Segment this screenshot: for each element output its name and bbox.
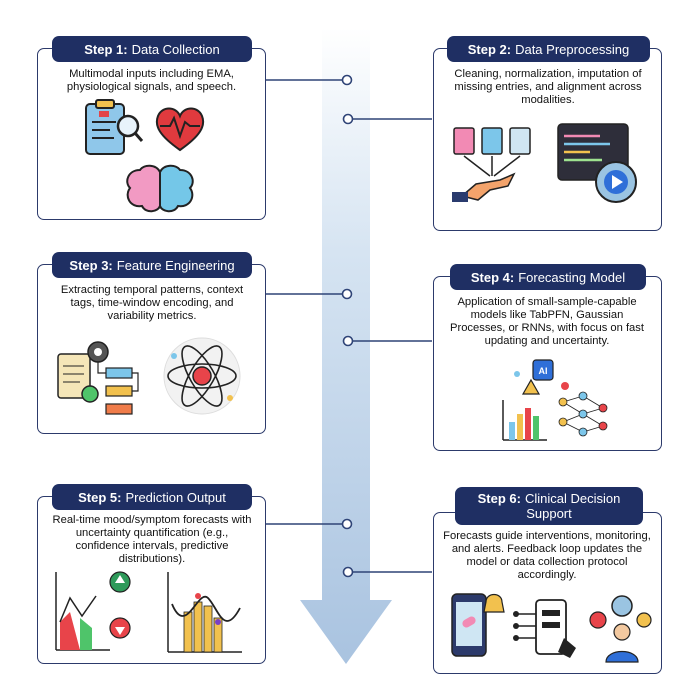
step-5-title: Prediction Output	[125, 489, 226, 505]
step-5-label: Step 5:	[78, 489, 122, 505]
step-2-title: Data Preprocessing	[515, 41, 630, 57]
document-flowchart-gear-icon	[57, 341, 139, 415]
step-6-illustration	[451, 593, 652, 663]
atom-pencil-icon	[163, 337, 241, 415]
step-4-description: Application of small-sample-capable mode…	[450, 296, 644, 347]
step-5-badge: Step 5:Prediction Output	[52, 484, 252, 510]
step-5-description: Real-time mood/symptom forecasts with un…	[52, 514, 252, 565]
trend-up-down-icon	[55, 571, 131, 651]
ai-chip-icon: AI	[514, 359, 569, 395]
step-1-illustration	[85, 99, 205, 213]
code-window-gear-icon	[557, 123, 637, 203]
step-6-description: Forecasts guide interventions, monitorin…	[443, 530, 651, 581]
phone-alert-icon	[451, 593, 505, 657]
step-6-title: Clinical Decision Support	[524, 491, 621, 521]
step-2-label: Step 2:	[467, 41, 512, 57]
step-2-description: Cleaning, normalization, imputation of m…	[454, 68, 642, 106]
step-2-illustration	[452, 123, 637, 203]
step-1-description: Multimodal inputs including EMA, physiol…	[66, 68, 237, 93]
step-1-title: Data Collection	[131, 41, 220, 57]
step-2-badge: Step 2:Data Preprocessing	[447, 36, 650, 62]
step-3-description: Extracting temporal patterns, context ta…	[60, 284, 244, 322]
step-3-illustration	[57, 337, 241, 415]
brain-icon	[126, 164, 194, 213]
step-1-label: Step 1:	[84, 41, 128, 57]
step-6-label: Step 6:	[477, 491, 521, 506]
step-4-title: Forecasting Model	[518, 269, 626, 285]
step-3-title: Feature Engineering	[116, 257, 235, 273]
step-6-badge: Step 6:Clinical Decision Support	[455, 487, 643, 525]
clinician-feedback-icon	[589, 595, 652, 663]
documents-hand-icon	[452, 127, 531, 202]
step-4-badge: Step 4:Forecasting Model	[450, 264, 646, 290]
ai-chip-label: AI	[539, 366, 548, 376]
step-5-illustration	[55, 571, 242, 653]
step-1-badge: Step 1:Data Collection	[52, 36, 252, 62]
heart-pulse-icon	[155, 107, 205, 152]
step-4-label: Step 4:	[470, 269, 515, 285]
neural-network-icon	[558, 391, 608, 437]
bar-chart-icon	[502, 400, 547, 441]
step-3-label: Step 3:	[69, 257, 113, 273]
clipboard-magnifier-icon	[85, 99, 144, 155]
step-4-illustration: AI	[502, 359, 608, 441]
step-6-heading: Step 6:Clinical Decision Support	[463, 491, 635, 521]
step-3-badge: Step 3:Feature Engineering	[52, 252, 252, 278]
distribution-chart-icon	[167, 572, 242, 653]
phone-circuit-icon	[513, 599, 576, 658]
